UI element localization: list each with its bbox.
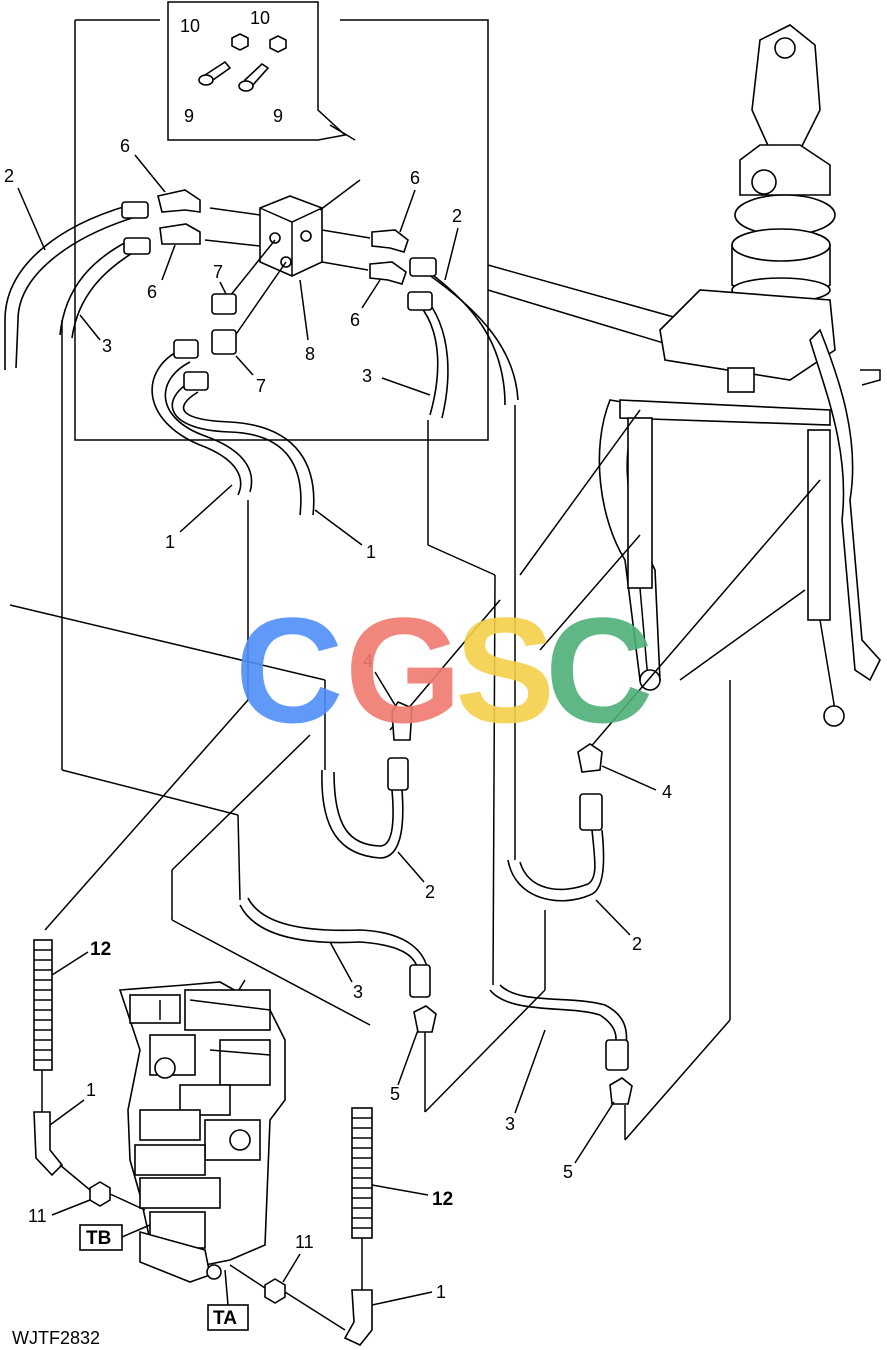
callout-3-upper-left: 3 [102, 336, 112, 356]
callout-4-right: 4 [662, 782, 672, 802]
callout-2-lower-left: 2 [425, 882, 435, 902]
callout-8: 8 [305, 344, 315, 364]
port-label-ta: TA [213, 1308, 237, 1329]
callout-7-top: 7 [213, 262, 223, 282]
watermark-letter-c2: C [545, 586, 653, 754]
callout-9-right: 9 [273, 106, 283, 126]
callout-5-right: 5 [563, 1162, 573, 1182]
callout-1-upper-left: 1 [165, 532, 175, 552]
callout-1-lower-right: 1 [436, 1282, 446, 1302]
callout-10-left: 10 [180, 16, 200, 36]
watermark-letter-s: S [455, 586, 555, 754]
callout-6-top-left: 6 [120, 136, 130, 156]
callout-1-upper-right: 1 [366, 542, 376, 562]
elbow-fittings-6 [134, 154, 416, 309]
callout-2-upper-left: 2 [4, 166, 14, 186]
callout-4-left: 4 [363, 651, 373, 671]
callout-1-lower-left: 1 [86, 1080, 96, 1100]
watermark-letter-g: G [345, 586, 462, 754]
lift-arm-hitch [598, 24, 881, 727]
callout-11-right: 11 [295, 1232, 314, 1252]
figure-id: WJTF2832 [12, 1328, 100, 1348]
callout-12-left: 12 [90, 939, 111, 960]
port-label-tb: TB [86, 1228, 111, 1249]
watermark-letter-c1: C [235, 586, 343, 754]
callout-2-lower-right: 2 [632, 934, 642, 954]
callout-11-left: 11 [28, 1206, 47, 1226]
lower-hoses [239, 700, 633, 1105]
callout-12-right: 12 [432, 1189, 453, 1210]
upper-hoses [4, 201, 519, 516]
callout-6-top-right: 6 [410, 168, 420, 188]
callout-5-left: 5 [390, 1084, 400, 1104]
inset-detail-box: 10 10 9 9 [167, 1, 356, 141]
callout-2-upper-right: 2 [452, 206, 462, 226]
protective-spring-sleeve-left [33, 939, 64, 1177]
upper-detail-frame [74, 19, 721, 441]
callout-3-lower-left: 3 [353, 982, 363, 1002]
callout-6-bottom-right: 6 [350, 310, 360, 330]
callout-3-upper-right: 3 [362, 366, 372, 386]
callout-9-left: 9 [184, 106, 194, 126]
cgsc-watermark: C G S C [235, 586, 653, 754]
callout-3-lower-right: 3 [505, 1114, 515, 1134]
callout-10-right: 10 [250, 8, 270, 28]
straight-fittings-7 [211, 281, 254, 376]
hydraulic-valve-block [118, 981, 286, 1283]
callout-6-bottom-left: 6 [147, 282, 157, 302]
adapter-fittings-11 [59, 1164, 346, 1331]
protective-spring-sleeve-right [343, 1107, 373, 1346]
callout-7-bottom: 7 [256, 376, 266, 396]
manifold-block [204, 179, 371, 341]
